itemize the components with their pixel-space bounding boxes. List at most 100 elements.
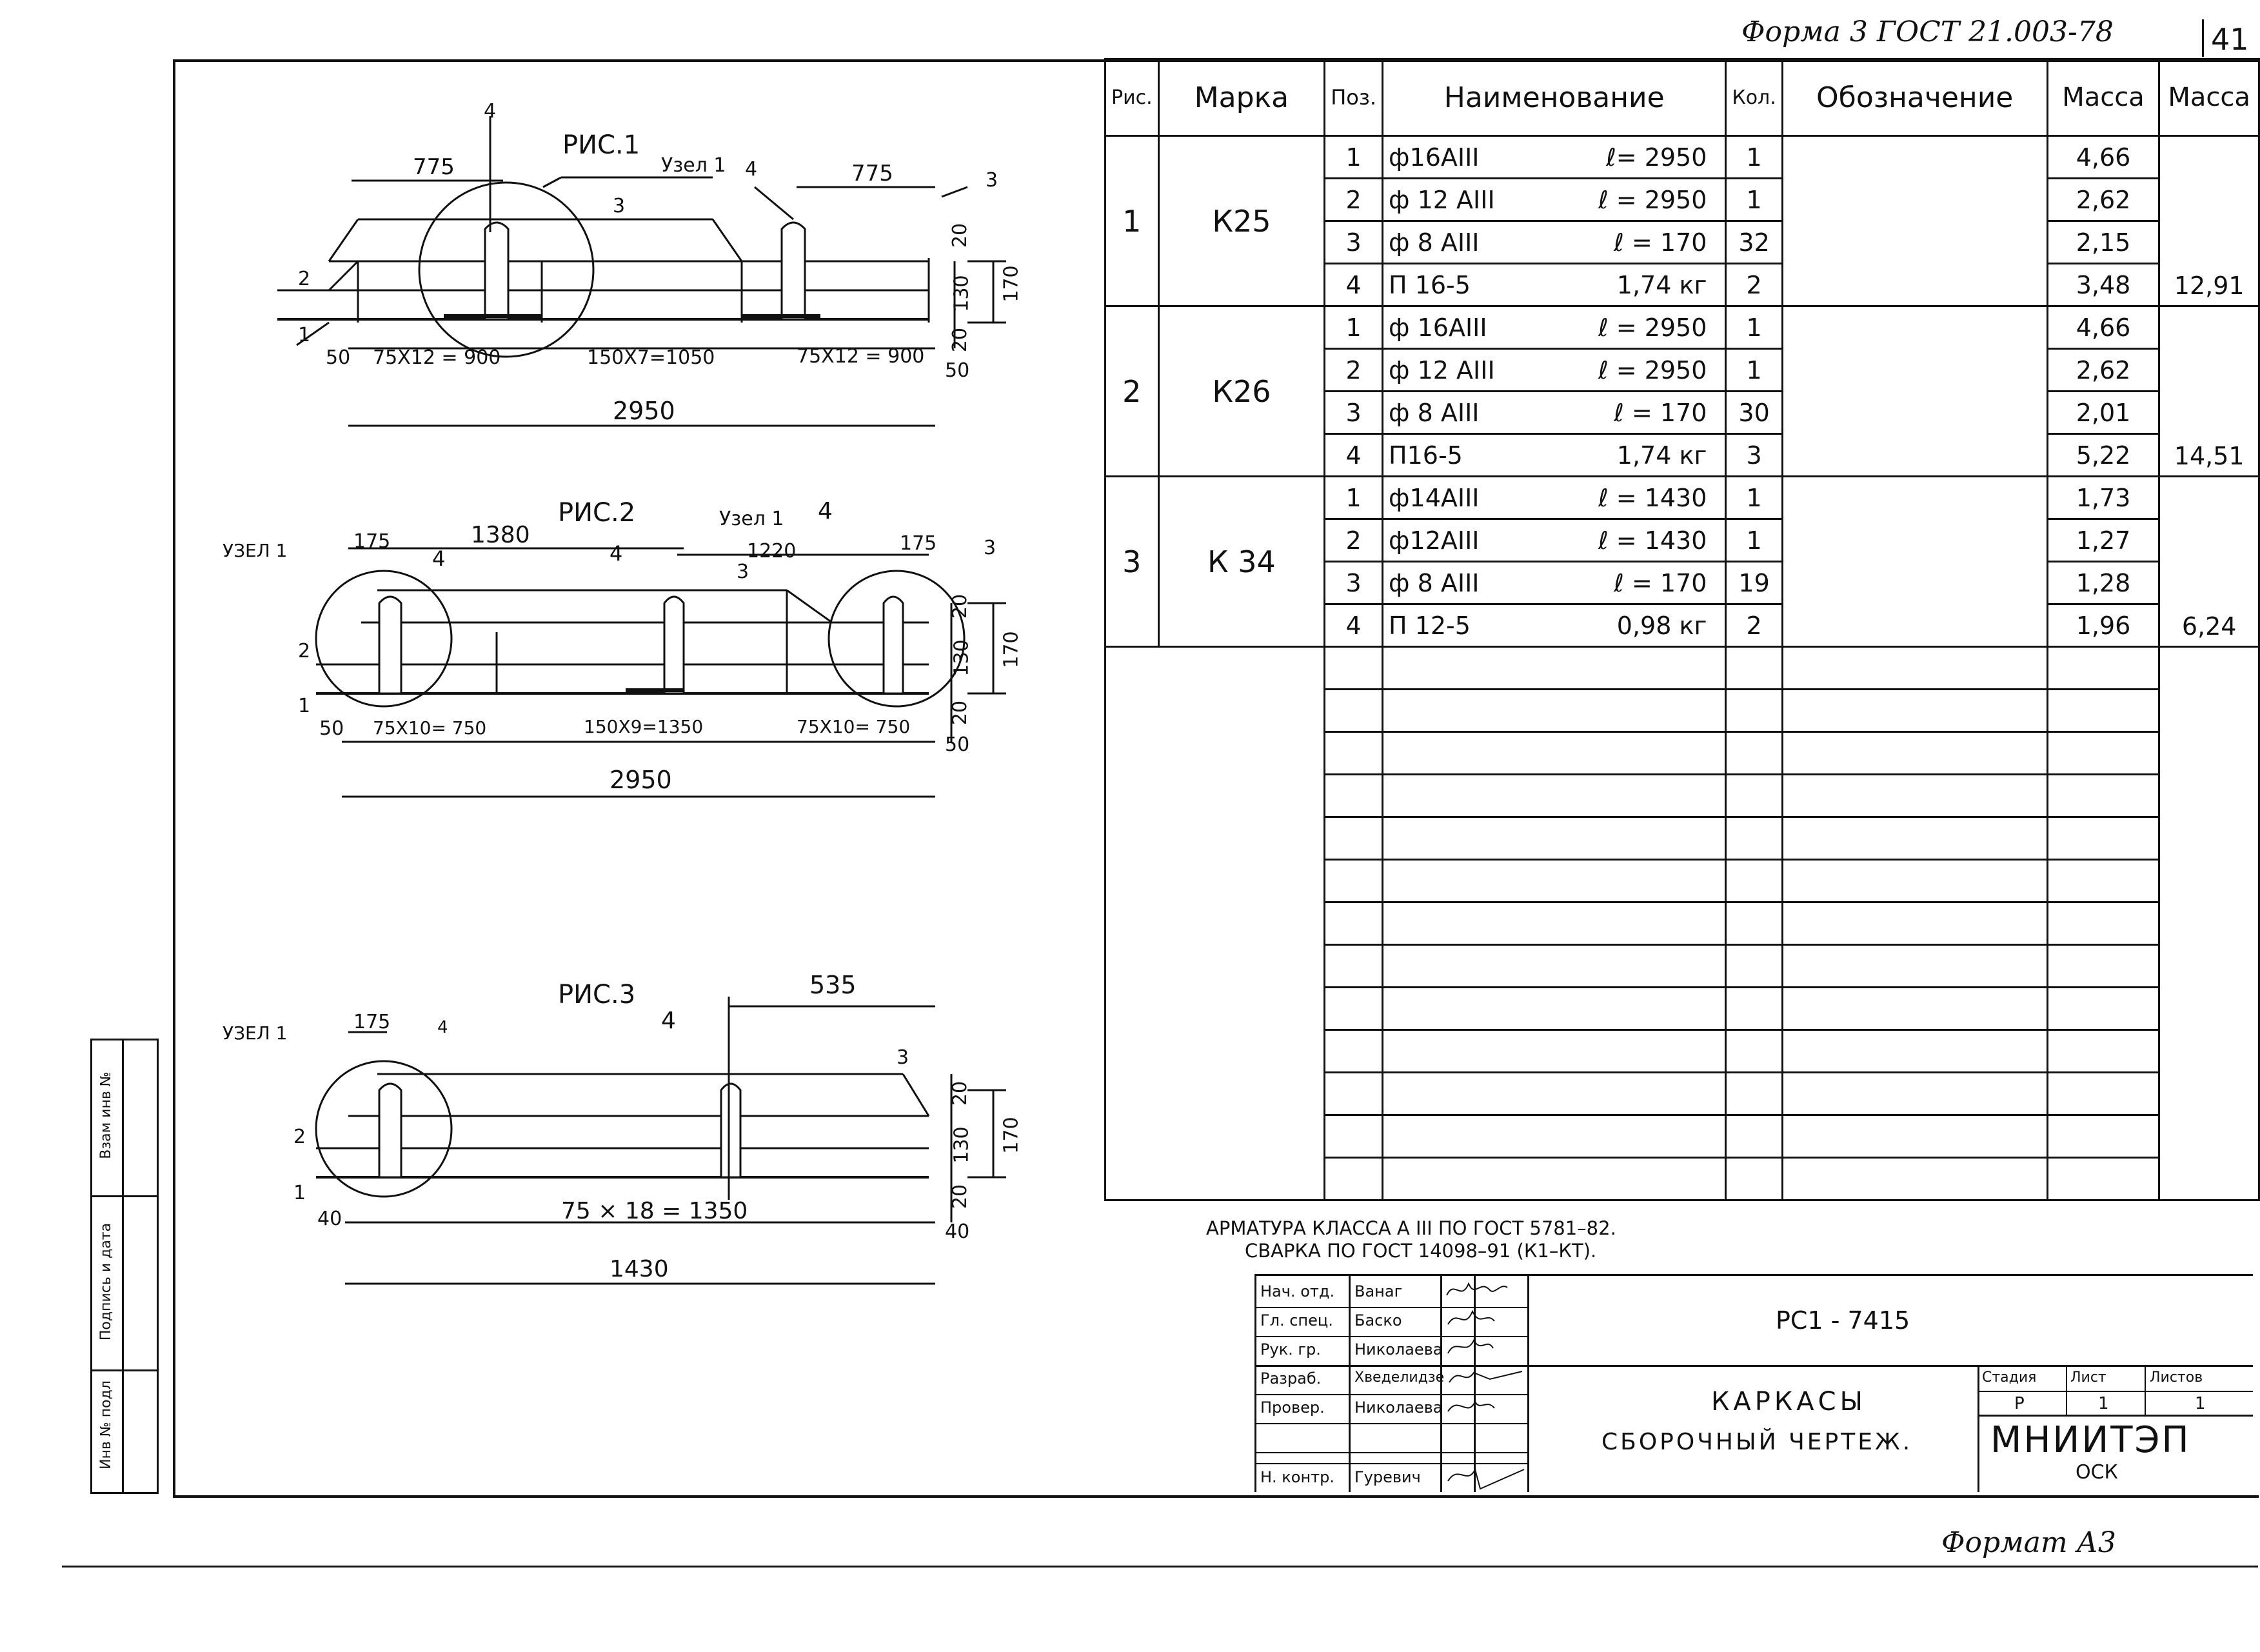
bottom-rule [62, 1566, 2258, 1567]
sheet-number-tick [2202, 19, 2204, 57]
document-title-2: СБОРОЧНЫЙ ЧЕРТЕЖ. [1601, 1429, 1913, 1455]
sheets-header: Листов [2150, 1369, 2203, 1386]
qty-cell: 1 [1725, 177, 1783, 222]
sheets-value: 1 [2195, 1394, 2206, 1413]
fig3-dim-seg: 75 × 18 = 1350 [561, 1198, 748, 1224]
fig3-dim-end-l: 40 [317, 1208, 342, 1230]
fig1-title: РИС.1 [562, 130, 640, 160]
designation-cell [1781, 135, 2048, 307]
designation-cell [1781, 305, 2048, 477]
fig1-dim-left: 775 [413, 154, 455, 180]
fig2-dim-total: 2950 [610, 766, 672, 794]
pos-cell: 3 [1323, 220, 1384, 264]
fig1-dim-right: 775 [851, 161, 893, 186]
col-designation: Обозначение [1781, 58, 2048, 137]
fig3-dim-v1: 20 [949, 1080, 972, 1106]
role-1: Гл. спец. [1260, 1311, 1333, 1329]
qty-cell: 19 [1725, 561, 1783, 605]
qty-cell: 1 [1725, 348, 1783, 392]
drawings-svg [277, 116, 1006, 1285]
fig1-dim-seg2: 150Х7=1050 [587, 346, 715, 369]
fig1-pos-4a: 4 [484, 100, 497, 123]
fig3-dim-v3: 20 [949, 1184, 972, 1209]
total-mass-cell: 6,24 [2158, 475, 2260, 648]
name-0: Ванаг [1354, 1282, 1403, 1300]
document-code: РС1 - 7415 [1776, 1306, 1910, 1335]
col-fig: Рис. [1104, 58, 1160, 137]
name-6: Гуревич [1354, 1468, 1421, 1486]
fig3-pos-4a: 4 [437, 1018, 448, 1037]
fig1-dim-end-r: 50 [945, 359, 970, 382]
mark-cell: К25 [1157, 135, 1326, 307]
fig3-node: УЗЕЛ 1 [223, 1022, 288, 1044]
mass-cell: 4,66 [2046, 135, 2161, 179]
role-4: Провер. [1260, 1398, 1325, 1417]
empty-row [1104, 646, 2260, 1201]
table-header-row: Рис. Марка Поз. Наименование Кол. Обозна… [1104, 58, 2260, 137]
note-welding: СВАРКА ПО ГОСТ 14098–91 (К1–КТ). [1245, 1240, 1597, 1262]
form-note: Форма 3 ГОСТ 21.003-78 [1741, 15, 2114, 48]
name-3: Хведелидзе [1354, 1369, 1445, 1386]
col-pos: Поз. [1323, 58, 1384, 137]
pos-cell: 1 [1323, 135, 1384, 179]
empty-row [1105, 688, 2259, 733]
fig3-dim-175: 175 [353, 1011, 391, 1033]
role-0: Нач. отд. [1260, 1282, 1335, 1300]
note-reinforcement: АРМАТУРА КЛАССА А III ПО ГОСТ 5781–82. [1206, 1217, 1616, 1239]
name-4: Николаева [1354, 1398, 1443, 1417]
fig1-dim-v4: 170 [1000, 265, 1023, 303]
pos-cell: 4 [1323, 603, 1384, 648]
col-mark: Марка [1157, 58, 1326, 137]
title-block: Нач. отд. Ванаг Гл. спец. Баско Рук. гр.… [1254, 1274, 2253, 1492]
fig1-dim-seg3: 75Х12 = 900 [797, 345, 925, 368]
empty-row [1105, 1029, 2259, 1073]
mass-cell: 5,22 [2046, 433, 2161, 477]
fig1-dim-v3: 20 [949, 327, 972, 353]
col-name: Наименование [1382, 58, 1727, 137]
pos-cell: 2 [1323, 177, 1384, 222]
fig2-dim-v4: 170 [1000, 631, 1023, 668]
fig3-dim-v4: 170 [1000, 1117, 1023, 1154]
mass-cell: 2,62 [2046, 348, 2161, 392]
col-mass-total: Масса [2158, 58, 2260, 137]
fig3-dim-total: 1430 [610, 1256, 669, 1282]
fig3-dim-end-r: 40 [945, 1220, 970, 1243]
fig2-dim-v3: 20 [949, 700, 972, 726]
fig2-pos-4b: 4 [610, 541, 623, 566]
name-2: Николаева [1354, 1340, 1443, 1358]
fig2-pos-4a: 4 [432, 546, 446, 571]
fig2-pos-4c: 4 [818, 498, 833, 524]
pos-cell: 3 [1323, 390, 1384, 435]
specification-table: Рис. Марка Поз. Наименование Кол. Обозна… [1104, 58, 2260, 1201]
stage-header: Стадия [1982, 1369, 2037, 1386]
fig1-dim-end-l: 50 [326, 346, 351, 369]
pos-cell: 2 [1323, 518, 1384, 562]
mass-cell: 1,96 [2046, 603, 2161, 648]
fig2-dim-175a: 175 [353, 530, 391, 553]
organization: МНИИТЭП [1990, 1419, 2191, 1461]
fig-cell: 1 [1104, 135, 1160, 307]
role-2: Рук. гр. [1260, 1340, 1321, 1358]
fig3-pos-4b: 4 [661, 1008, 676, 1034]
sheet-number: 41 [2211, 22, 2249, 57]
fig2-pos-1: 1 [298, 695, 311, 717]
fig3-pos-1: 1 [293, 1182, 306, 1204]
mass-cell: 2,15 [2046, 220, 2161, 264]
fig2-dim-175b: 175 [900, 532, 937, 555]
stage-value: Р [2014, 1394, 2025, 1413]
col-qty: Кол. [1725, 58, 1783, 137]
fig2-dim-end-l: 50 [319, 717, 344, 740]
name-1: Баско [1354, 1311, 1402, 1329]
side-label-inv: Инв № подл [98, 1380, 114, 1469]
